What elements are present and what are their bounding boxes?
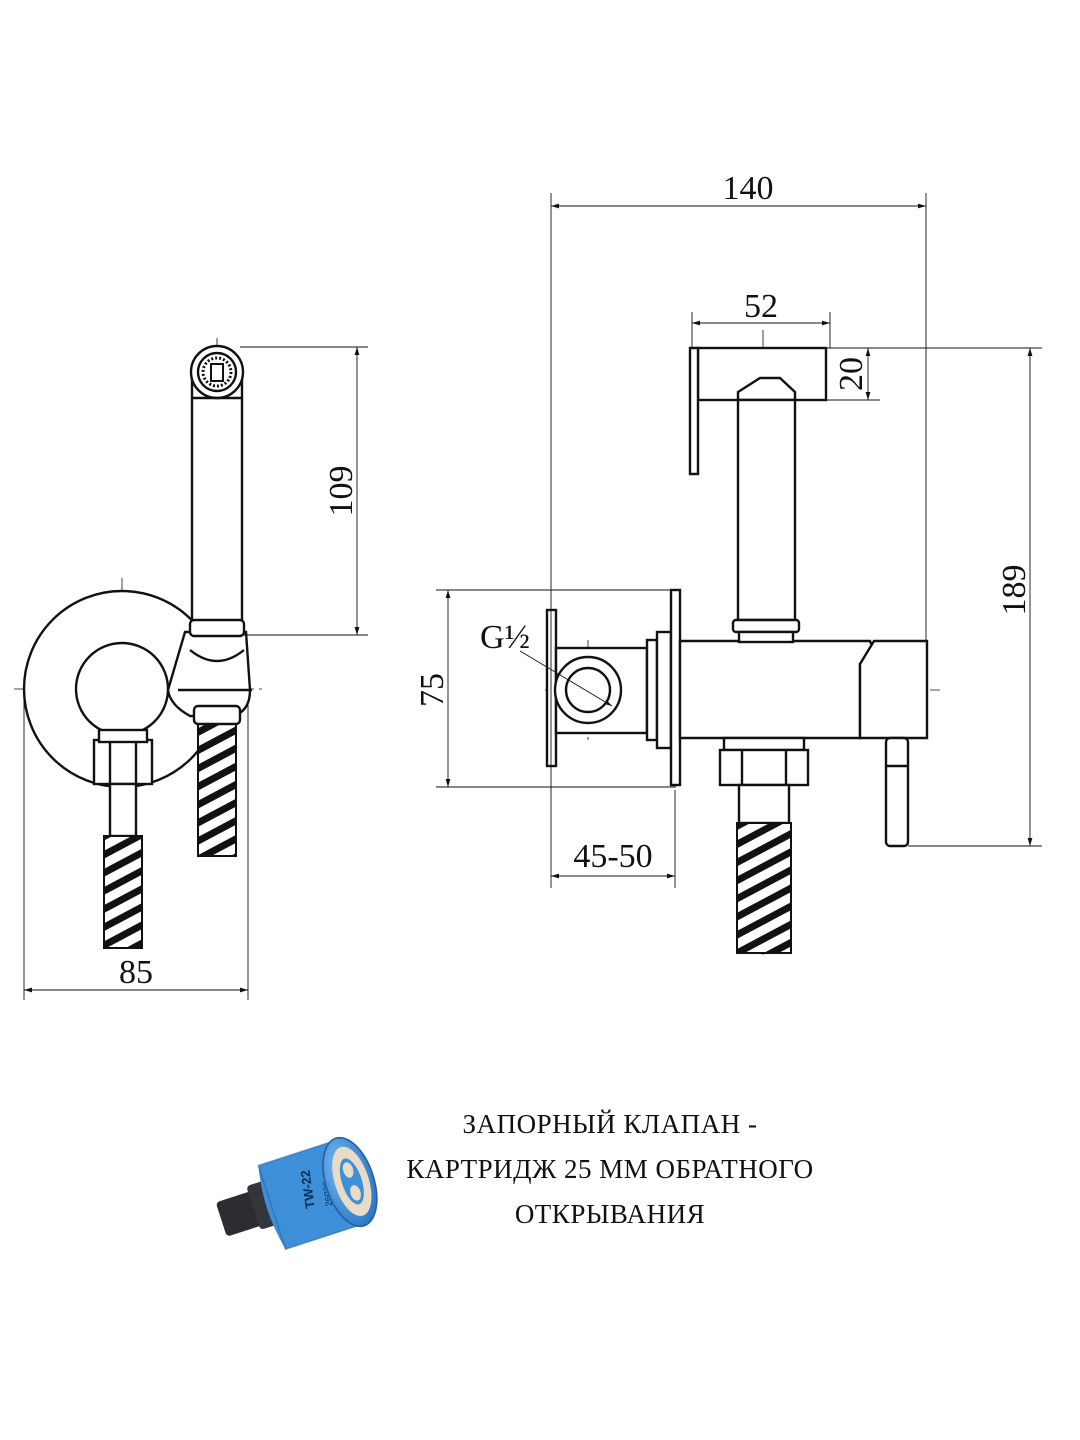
hose-nut [92,738,154,786]
cartridge-illustration: TW-22 26026 [216,1136,378,1251]
cartridge-label-main: TW-22 [298,1169,318,1209]
dim-109: 109 [323,466,360,517]
holder-bracket [166,630,252,718]
front-view: 85 109 [14,338,368,1000]
side-view: 140 52 20 189 75 45-50 G½ [414,170,1042,955]
hose-side [736,822,792,954]
dim-189: 189 [996,565,1033,616]
hose-right [197,717,237,857]
dim-45-50: 45-50 [573,838,652,875]
valve-housing [858,639,929,740]
outlet-disc [74,641,170,737]
caption-line-1: ЗАПОРНЫЙ КЛАПАН - [462,1109,758,1139]
sprayer-handle-side [736,398,797,622]
thread-label: G½ [480,619,530,656]
caption: ЗАПОРНЫЙ КЛАПАН - КАРТРИДЖ 25 ММ ОБРАТНО… [400,1102,820,1237]
hose-nut-side [718,748,810,787]
dim-52: 52 [744,288,778,325]
dim-140: 140 [723,170,774,207]
caption-line-3: ОТКРЫВАНИЯ [514,1199,706,1229]
dim-20: 20 [833,357,870,391]
hose-left [103,835,143,949]
g-half-thread [553,655,623,725]
dim-85: 85 [119,954,153,991]
wall-flange-side [669,588,682,787]
valve-lever [884,736,910,848]
dim-75: 75 [414,673,451,707]
caption-line-2: КАРТРИДЖ 25 ММ ОБРАТНОГО [406,1154,814,1184]
sprayer-handle [190,373,244,627]
valve-body [678,639,877,740]
